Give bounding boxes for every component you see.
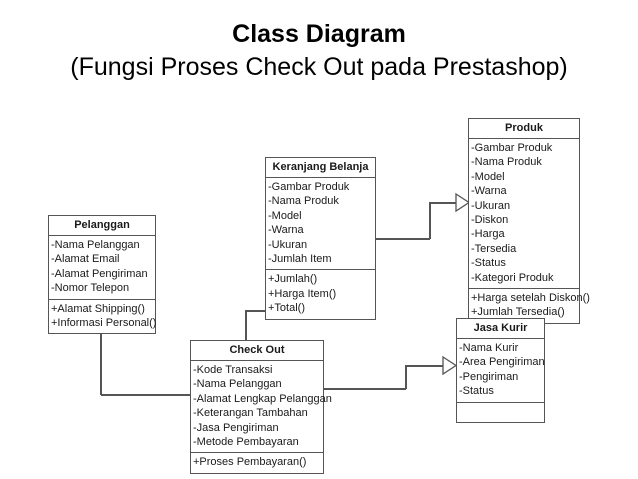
generalization-arrowhead-jasa-kurir (442, 355, 458, 376)
class-box-jasa-kurir[interactable]: Jasa Kurir -Nama Kurir -Area Pengiriman … (456, 318, 545, 423)
class-box-produk[interactable]: Produk -Gambar Produk -Nama Produk -Mode… (468, 118, 590, 324)
class-attribute: -Kode Transaksi (193, 364, 273, 376)
class-method: +Jumlah Tersedia() (471, 306, 565, 319)
connector-checkout-pelanggan-h1 (101, 394, 191, 396)
connector-keranjang-produk-h2 (429, 202, 462, 204)
class-attribute: -Jumlah Item (268, 253, 332, 266)
class-attribute: -Status (471, 257, 506, 270)
class-name-pelanggan: Pelanggan (49, 216, 155, 236)
class-name-check-out: Check Out (191, 341, 323, 361)
connector-checkout-kurir-h2 (405, 365, 444, 367)
class-method: +Jumlah() (268, 273, 318, 286)
class-attribute: -Nama Pelanggan (51, 239, 140, 251)
class-box-pelanggan[interactable]: Pelanggan -Nama Pelanggan -Alamat Email … (48, 215, 157, 335)
class-attribute: -Ukuran (471, 199, 511, 212)
page-subtitle: (Fungsi Proses Check Out pada Prestashop… (70, 53, 568, 81)
class-method: +Total() (268, 302, 305, 315)
class-attributes-jasa-kurir: -Nama Kurir -Area Pengiriman -Pengiriman… (457, 339, 545, 403)
class-methods-jasa-kurir (457, 403, 544, 422)
class-attribute: -Area Pengiriman (459, 356, 545, 369)
connector-checkout-kurir-v1 (405, 366, 407, 389)
class-attribute: -Pengiriman (459, 370, 519, 383)
class-attribute: -Metode Pembayaran (193, 436, 299, 449)
connector-keranjang-produk-h1 (376, 238, 430, 240)
class-attribute: -Jasa Pengiriman (193, 421, 279, 434)
connector-keranjang-produk-v1 (429, 203, 431, 239)
class-method: +Alamat Shipping() (51, 302, 145, 315)
class-attribute: -Warna (268, 224, 304, 237)
class-attribute: -Keterangan Tambahan (193, 407, 308, 420)
class-box-keranjang-belanja[interactable]: Keranjang Belanja -Gambar Produk -Nama P… (265, 157, 376, 320)
class-attributes-produk: -Gambar Produk -Nama Produk -Model -Warn… (469, 139, 579, 290)
class-attribute: -Warna (471, 185, 507, 198)
class-attribute: -Alamat Email (51, 253, 120, 266)
class-name-produk: Produk (469, 119, 579, 139)
class-box-check-out[interactable]: Check Out -Kode Transaksi -Nama Pelangga… (190, 340, 332, 474)
class-methods-check-out: +Proses Pembayaran() (191, 453, 323, 472)
class-attributes-keranjang-belanja: -Gambar Produk -Nama Produk -Model -Warn… (266, 178, 375, 271)
class-attribute: -Status (459, 385, 494, 398)
class-attributes-pelanggan: -Nama Pelanggan -Alamat Email -Alamat Pe… (49, 236, 155, 300)
page-title: Class Diagram (232, 20, 406, 48)
class-attribute: -Nama Kurir (459, 342, 519, 354)
diagram-title-block: Class Diagram (Fungsi Proses Check Out p… (0, 18, 638, 84)
class-methods-keranjang-belanja: +Jumlah() +Harga Item() +Total() (266, 270, 375, 318)
class-attribute: -Nama Pelanggan (193, 378, 282, 391)
class-attribute: -Kategori Produk (471, 271, 554, 284)
class-attributes-check-out: -Kode Transaksi -Nama Pelanggan -Alamat … (191, 361, 332, 454)
class-methods-produk: +Harga setelah Diskon() +Jumlah Tersedia… (469, 289, 590, 323)
connector-checkout-kurir-h1 (323, 388, 406, 390)
generalization-arrowhead-produk (455, 192, 471, 213)
class-attribute: -Ukuran (268, 238, 308, 251)
class-name-jasa-kurir: Jasa Kurir (457, 319, 544, 339)
class-attribute: -Nama Produk (268, 195, 339, 208)
class-attribute: -Tersedia (471, 242, 517, 255)
class-name-keranjang-belanja: Keranjang Belanja (266, 158, 375, 178)
class-attribute: -Nama Produk (471, 156, 542, 169)
class-method: +Informasi Personal() (51, 317, 157, 330)
connector-checkout-pelanggan-v1 (100, 316, 102, 395)
connector-checkout-keranjang-v1 (245, 311, 247, 341)
class-methods-pelanggan: +Alamat Shipping() +Informasi Personal() (49, 300, 157, 334)
class-attribute: -Nomor Telepon (51, 282, 130, 295)
class-method: +Harga setelah Diskon() (471, 292, 590, 305)
class-attribute: -Diskon (471, 214, 509, 227)
class-method: +Proses Pembayaran() (193, 456, 307, 469)
class-attribute: -Harga (471, 228, 505, 241)
class-method: +Harga Item() (268, 287, 337, 300)
class-attribute: -Gambar Produk (471, 142, 553, 154)
class-attribute: -Gambar Produk (268, 181, 350, 193)
class-attribute: -Model (471, 170, 505, 183)
class-attribute: -Model (268, 209, 302, 222)
class-attribute: -Alamat Lengkap Pelanggan (193, 392, 332, 405)
class-attribute: -Alamat Pengiriman (51, 267, 148, 280)
